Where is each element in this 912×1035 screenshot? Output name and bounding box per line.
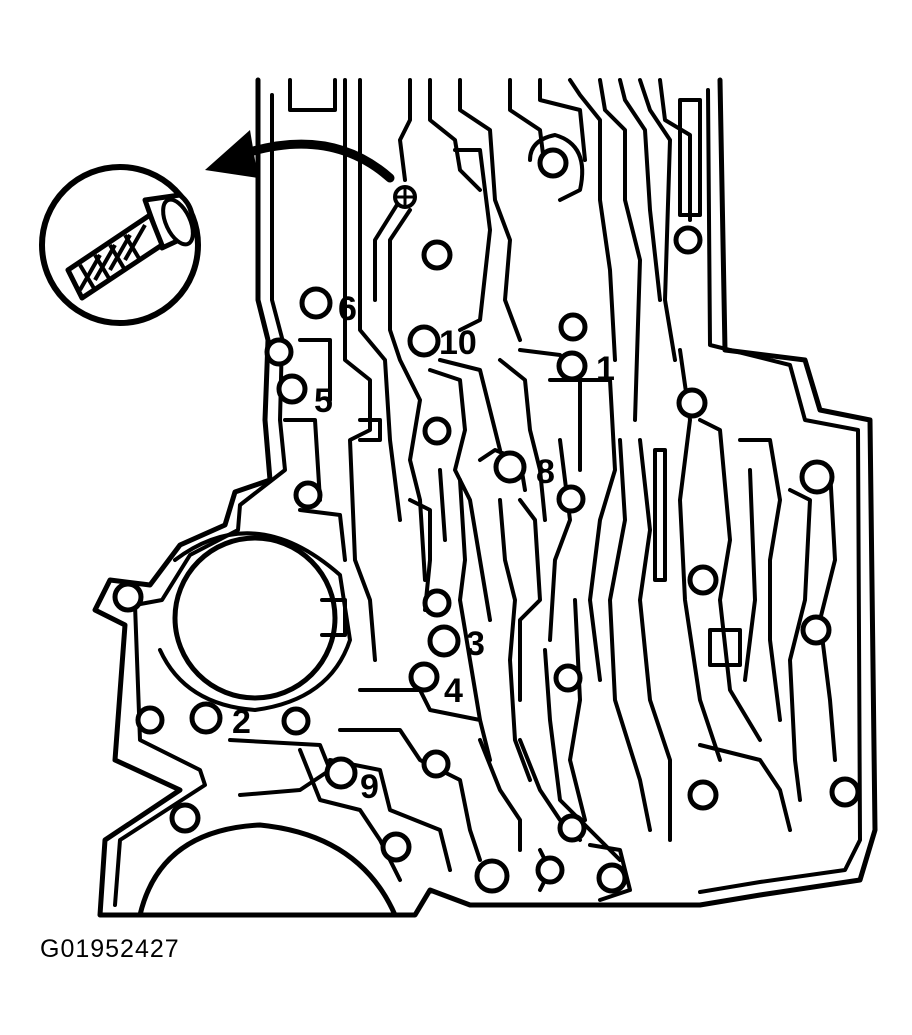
bolt-hole-1 [556, 350, 588, 382]
bolt-hole-5 [276, 373, 308, 405]
valve-body-outline [92, 77, 878, 918]
bolt-hole-9 [324, 756, 358, 790]
callout-5: 5 [314, 382, 333, 420]
callout-1: 1 [596, 350, 615, 388]
gasket-right-line [698, 88, 862, 894]
lower-bore-arc [137, 822, 398, 918]
fluid-passages [228, 78, 837, 902]
plain-holes [112, 147, 861, 894]
callout-10: 10 [439, 324, 477, 362]
figure-id: G01952427 [40, 935, 180, 963]
bolt-hole-6 [299, 286, 333, 320]
valve-body-diagram: 1 2 3 4 5 6 8 9 10 [39, 77, 878, 918]
callout-9: 9 [360, 768, 379, 806]
bolt-hole-4 [408, 661, 440, 693]
bolt-hole-10 [407, 324, 441, 358]
bolt-hole-3 [427, 624, 461, 658]
callout-6: 6 [338, 290, 357, 328]
large-bore [172, 535, 338, 701]
callout-3: 3 [466, 625, 485, 663]
bolt-hole-2 [189, 701, 223, 735]
curved-arrow-icon [205, 130, 395, 183]
callout-4: 4 [444, 672, 463, 710]
special-bolt-marker-icon [393, 185, 417, 209]
callout-2: 2 [232, 703, 251, 741]
callout-8: 8 [536, 453, 555, 491]
bolt-detail-icon [39, 164, 201, 326]
bolt-holes [189, 286, 588, 790]
bolt-hole-8 [493, 450, 527, 484]
bore-housing [158, 531, 352, 712]
